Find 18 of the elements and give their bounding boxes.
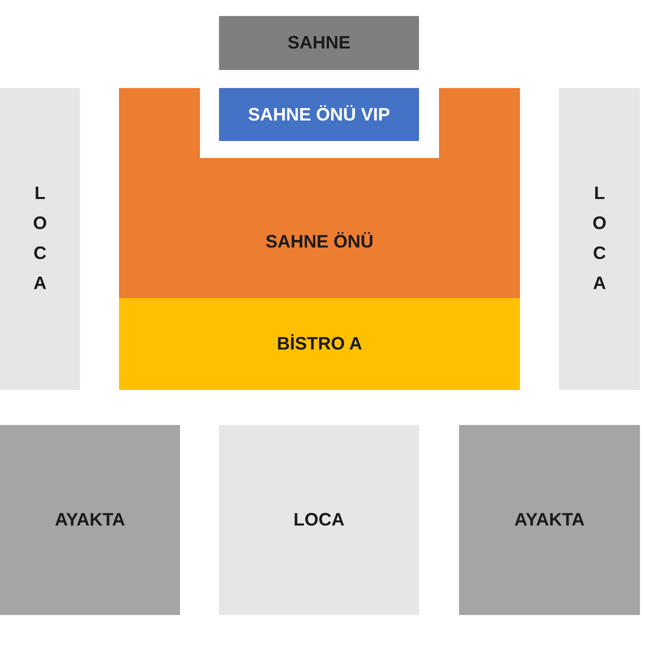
bistro-area <box>119 298 520 390</box>
area-label: LOCA <box>591 182 608 295</box>
area-label: AYAKTA <box>514 510 585 530</box>
area-label: BİSTRO A <box>276 334 362 354</box>
front-stage-area <box>119 88 520 298</box>
standing-area <box>459 425 640 615</box>
area-label: AYAKTA <box>54 510 126 530</box>
stage-area <box>219 16 419 70</box>
box-seat-area <box>559 88 640 390</box>
area-label: LOCA <box>294 510 344 530</box>
box-seat-area <box>0 88 80 390</box>
area-label: SAHNE ÖNÜ <box>266 232 374 252</box>
area-label: SAHNE ÖNÜ VIP <box>248 104 390 125</box>
standing-area <box>0 425 180 615</box>
box-seat-area <box>219 425 419 615</box>
area-label: LOCA <box>32 182 48 295</box>
vip-area <box>219 88 419 141</box>
area-label: SAHNE <box>288 32 350 54</box>
